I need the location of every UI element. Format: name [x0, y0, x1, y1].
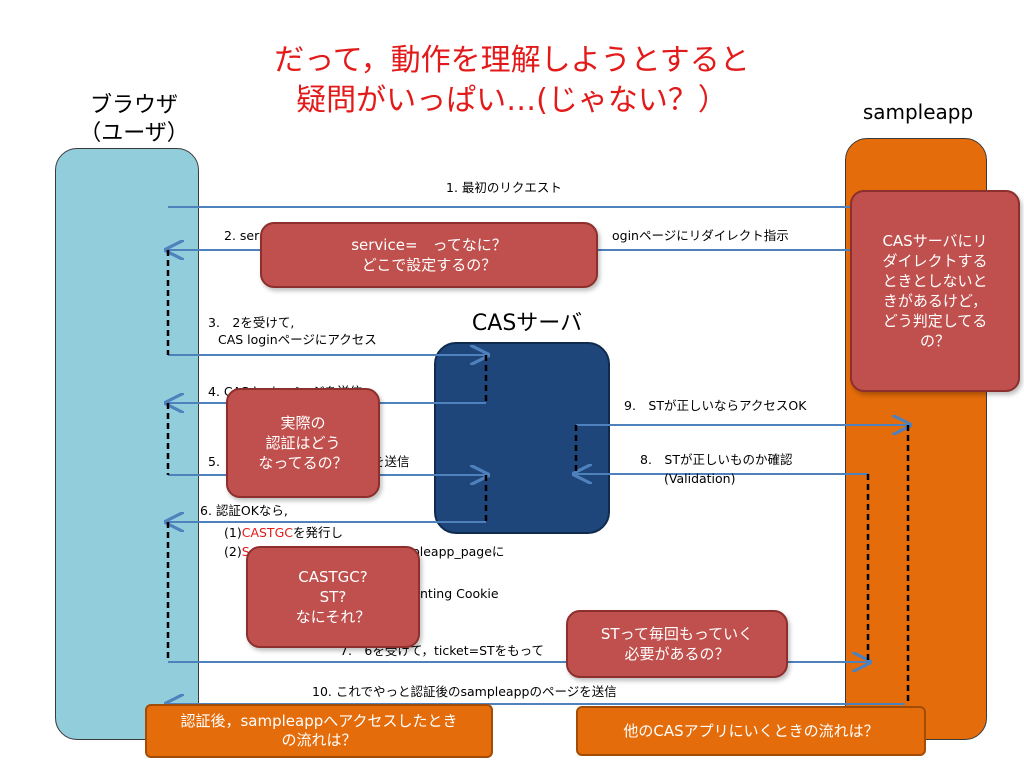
message-10: 10. これでやっと認証後のsampleappのページを送信 [312, 684, 617, 699]
browser-lane-label: ブラウザ （ユーザ） [79, 93, 189, 146]
message-6-line4: nting Cookie [420, 586, 499, 601]
message-3-line1: 3. 2を受けて, [208, 315, 295, 330]
message-6-line2: (1)CASTGCを発行し [224, 525, 343, 540]
message-3-line2: CAS loginページにアクセス [218, 332, 377, 347]
message-9: 9. STが正しいならアクセスOK [624, 398, 807, 413]
sampleapp-lane-label: sampleapp [862, 100, 974, 124]
message-8-line1: 8. STが正しいものか確認 [640, 452, 793, 467]
bubble-castgc-question: CASTGC? ST? なにそれ？ [246, 546, 420, 648]
slide-title-line1: だって，動作を理解しようとすると [274, 43, 750, 78]
bubble-st-question: STって毎回もっていく 必要があるの？ [566, 610, 788, 678]
cas-server-box [434, 342, 610, 534]
message-1: 1. 最初のリクエスト [446, 180, 562, 195]
cas-server-label: CASサーバ [471, 311, 583, 336]
message-5-end: を送信 [372, 454, 410, 469]
message-8-line2: (Validation) [664, 471, 736, 486]
slide-title-line2: 疑問がいっぱい…(じゃない？） [296, 83, 728, 118]
message-6-line1: 6. 認証OKなら, [200, 503, 288, 518]
message-2-start: 2. ser [224, 228, 260, 243]
message-2-end: oginページにリダイレクト指示 [612, 228, 789, 243]
note-other-cas: 他のCASアプリにいくときの流れは？ [576, 706, 926, 756]
bubble-auth-question: 実際の 認証はどう なってるの？ [226, 388, 380, 498]
note-after-auth: 認証後，sampleappへアクセスしたとき の流れは？ [145, 704, 493, 758]
bubble-service-question: service= ってなに？ どこで設定するの？ [260, 222, 598, 288]
castgc-text: CASTGC [241, 525, 293, 540]
st-text: S [241, 544, 250, 559]
message-5-start: 5. [208, 454, 220, 469]
bubble-cas-redirect-question: CASサーバにリ ダイレクトする ときとしないと きがあるけど， どう判定してる… [850, 190, 1020, 392]
